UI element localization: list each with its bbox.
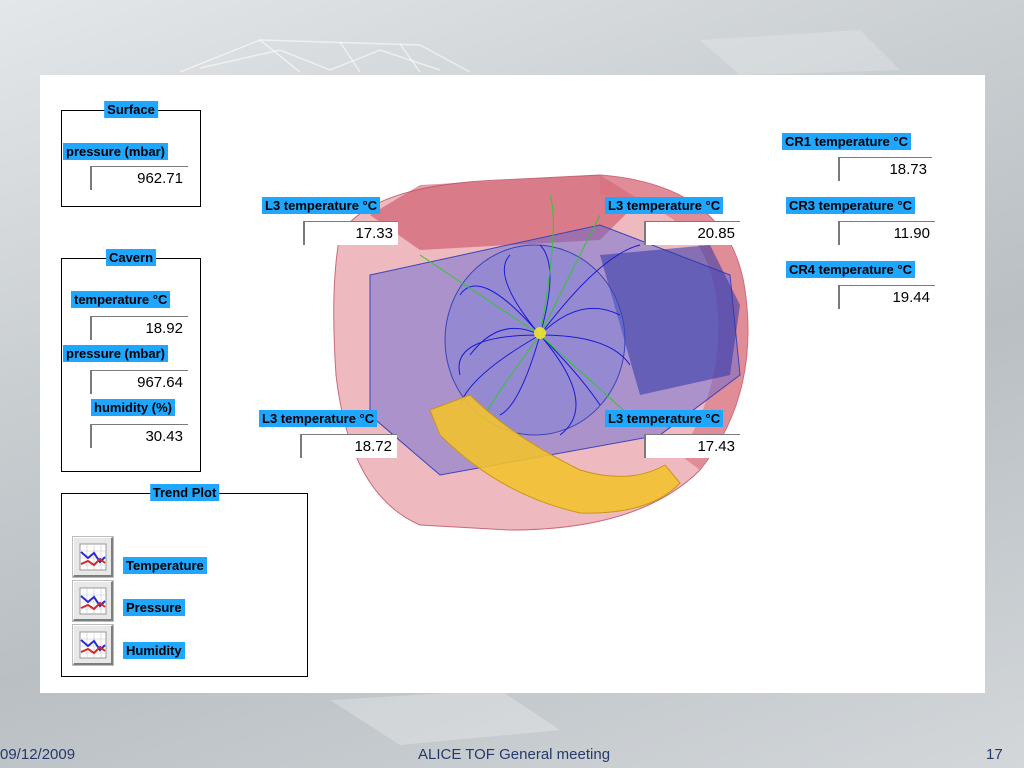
l3-temp-bottom-right-value: 17.43 [644,434,740,458]
footer-title: ALICE TOF General meeting [418,746,611,763]
cavern-temperature-label: temperature °C [71,291,171,308]
surface-title: Surface [104,101,158,118]
trend-humidity-label[interactable]: Humidity [123,642,185,659]
l3-temp-top-left-label: L3 temperature °C [262,197,381,214]
cr4-temperature-value: 19.44 [838,285,935,309]
particle-tracks [458,244,641,436]
l3-temp-top-right-label: L3 temperature °C [605,197,724,214]
detector-monitor-panel: Surface pressure (mbar) 962.71 Cavern te… [40,75,985,693]
surface-pressure-value: 962.71 [90,166,188,190]
cavern-pressure-value: 967.64 [90,370,188,394]
l3-temp-bottom-right-label: L3 temperature °C [605,410,724,427]
cr3-temperature-label: CR3 temperature °C [786,197,915,214]
surface-pressure-label: pressure (mbar) [63,143,168,160]
temperature-trend-button[interactable] [72,536,114,578]
trend-chart-icon [79,587,107,615]
front-absorber [429,394,681,514]
cavern-title: Cavern [105,249,157,266]
cr3-temperature-value: 11.90 [838,221,935,245]
trend-plot-title: Trend Plot [149,484,220,501]
trend-chart-icon [79,631,107,659]
collision-vertex [534,327,546,339]
humidity-trend-button[interactable] [72,624,114,666]
cr4-temperature-label: CR4 temperature °C [786,261,915,278]
inner-tracker [444,244,626,436]
footer-page-number: 17 [986,746,1003,763]
cavern-humidity-value: 30.43 [90,424,188,448]
detector-muon-arm [600,245,740,395]
pressure-trend-button[interactable] [72,580,114,622]
l3-temp-top-right-value: 20.85 [644,221,740,245]
cavern-pressure-label: pressure (mbar) [63,345,168,362]
l3-temp-bottom-left-value: 18.72 [300,434,397,458]
footer-date: 09/12/2009 [0,746,76,763]
surface-group: Surface [61,101,201,207]
l3-temp-top-left-value: 17.33 [303,221,398,245]
cavern-temperature-value: 18.92 [90,316,188,340]
cavern-humidity-label: humidity (%) [91,399,175,416]
trend-temperature-label[interactable]: Temperature [123,557,207,574]
trend-chart-icon [79,543,107,571]
trend-pressure-label[interactable]: Pressure [123,599,185,616]
l3-temp-bottom-left-label: L3 temperature °C [259,410,378,427]
cr1-temperature-label: CR1 temperature °C [782,133,911,150]
cr1-temperature-value: 18.73 [838,157,932,181]
